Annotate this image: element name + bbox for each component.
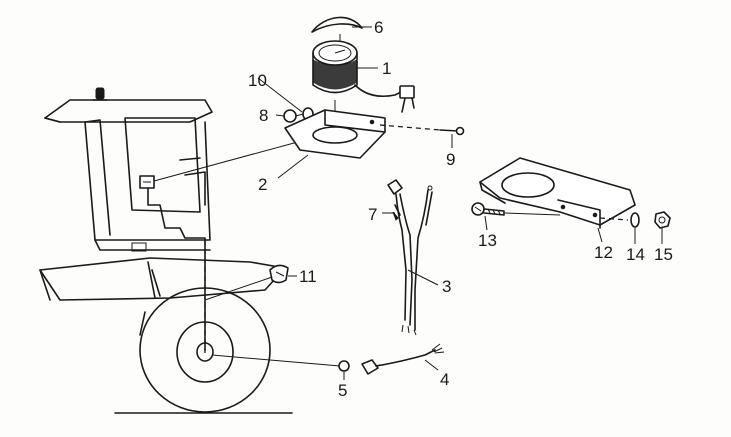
wiring-harness [387, 179, 433, 336]
callout-10: 10 [248, 71, 267, 90]
callout-4: 4 [440, 370, 449, 389]
callout-15: 15 [654, 245, 673, 264]
callout-7: 7 [368, 205, 377, 224]
callout-1: 1 [382, 59, 391, 78]
gauge-assembly [283, 16, 465, 159]
callout-2: 2 [258, 175, 267, 194]
callout-8: 8 [259, 106, 268, 125]
callout-11: 11 [299, 267, 317, 286]
callout-9: 9 [446, 150, 455, 169]
tractor-cab [39, 87, 341, 414]
callout-5: 5 [338, 381, 347, 400]
callout-6: 6 [374, 18, 383, 37]
callout-12: 12 [594, 243, 613, 262]
callout-3: 3 [442, 277, 451, 296]
side-bracket-assembly [471, 157, 671, 229]
callout-leaders [257, 26, 663, 380]
callout-labels: 6 1 10 8 9 2 7 3 5 4 11 13 12 14 15 [248, 18, 673, 400]
callout-14: 14 [626, 245, 645, 264]
clip-part [269, 264, 289, 284]
sensor-cable [338, 343, 445, 375]
callout-13: 13 [478, 231, 497, 250]
